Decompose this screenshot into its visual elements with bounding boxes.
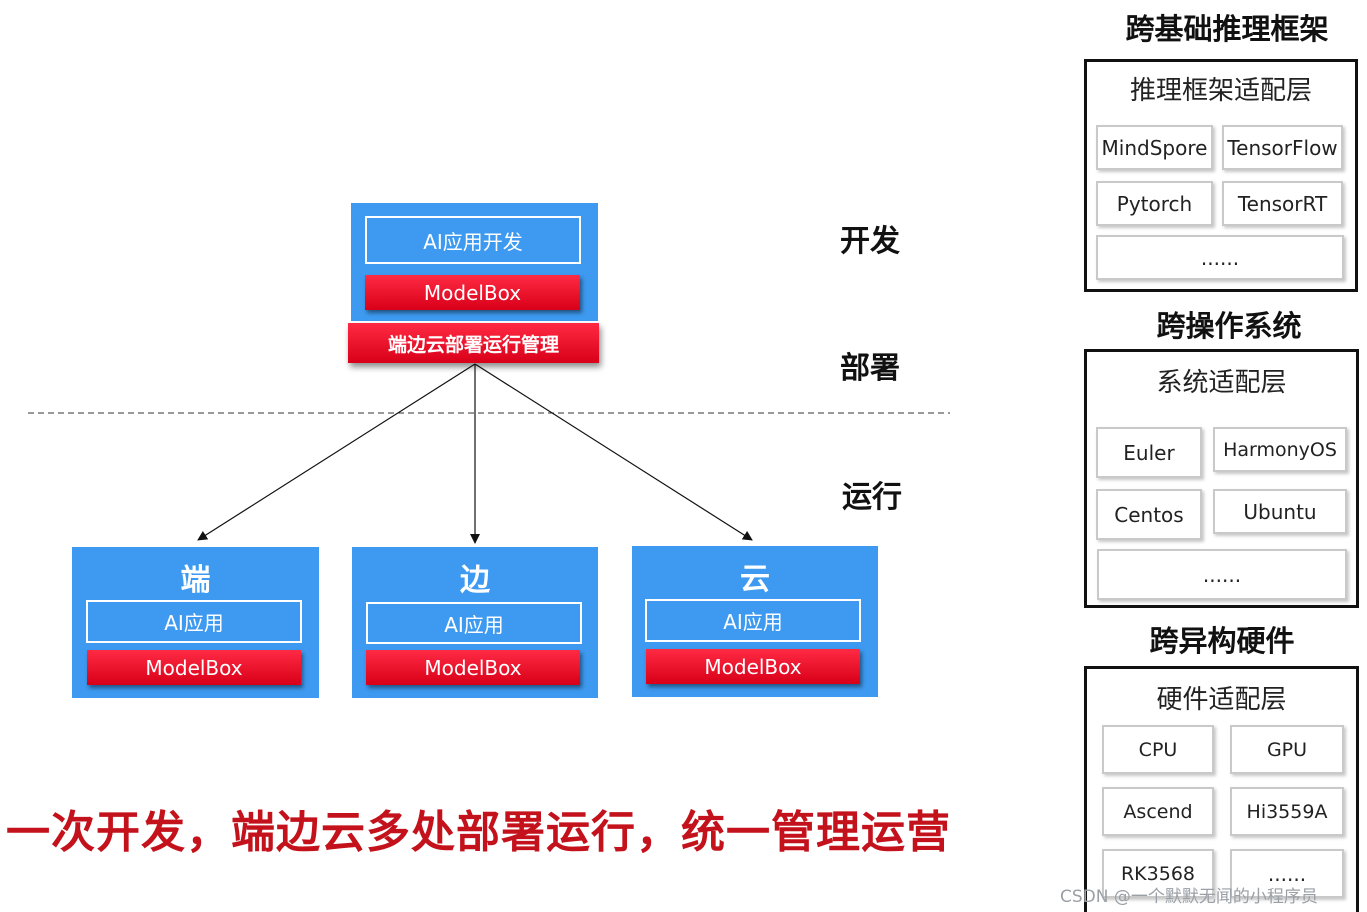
hardware-heading: 跨异构硬件 bbox=[1149, 624, 1295, 658]
frameworks-frame: 推理框架适配层 MindSpore TensorFlow Pytorch Ten… bbox=[1084, 59, 1358, 292]
hardware-chip: CPU bbox=[1102, 725, 1214, 774]
stage-label-develop: 开发 bbox=[840, 224, 900, 259]
os-chip: HarmonyOS bbox=[1213, 427, 1347, 472]
hardware-chip: Ascend bbox=[1102, 787, 1214, 836]
os-chip: Euler bbox=[1096, 427, 1202, 478]
stage-label-run: 运行 bbox=[842, 480, 902, 515]
frameworks-heading: 跨基础推理框架 bbox=[1125, 12, 1329, 46]
frame-title: 系统适配层 bbox=[1156, 368, 1287, 398]
framework-chip: TensorFlow bbox=[1222, 125, 1343, 170]
stage-label-deploy: 部署 bbox=[840, 351, 900, 386]
frame-title: 推理框架适配层 bbox=[1129, 76, 1312, 106]
target-title: 端 bbox=[180, 563, 211, 598]
target-title: 边 bbox=[460, 563, 490, 598]
slogan: 一次开发，端边云多处部署运行，统一管理运营 bbox=[6, 807, 951, 858]
os-chip: Ubuntu bbox=[1213, 489, 1347, 534]
os-heading: 跨操作系统 bbox=[1156, 309, 1302, 343]
framework-chip: TensorRT bbox=[1222, 181, 1343, 226]
hardware-chip-more: ...... bbox=[1230, 849, 1344, 898]
deployment-arrows bbox=[28, 363, 950, 544]
arrow-to-device bbox=[197, 363, 476, 541]
framework-chip: MindSpore bbox=[1096, 125, 1213, 170]
dev-panel: AI应用开发 ModelBox bbox=[351, 203, 598, 321]
hardware-frame: 硬件适配层 CPU GPU Ascend Hi3559A RK3568 ....… bbox=[1084, 666, 1359, 912]
deploy-management-bar: 端边云部署运行管理 bbox=[348, 323, 599, 363]
hardware-chip: Hi3559A bbox=[1230, 787, 1344, 836]
framework-chip-more: ...... bbox=[1096, 235, 1344, 280]
os-chip: Centos bbox=[1096, 489, 1202, 540]
frame-title: 硬件适配层 bbox=[1156, 685, 1287, 715]
os-frame: 系统适配层 Euler HarmonyOS Centos Ubuntu ....… bbox=[1084, 349, 1359, 608]
target-cloud-panel: 云 AI应用 ModelBox bbox=[632, 546, 878, 697]
target-edge-panel: 边 AI应用 ModelBox bbox=[352, 547, 598, 698]
arrow-to-cloud bbox=[474, 363, 753, 541]
ai-app-box: AI应用 bbox=[645, 599, 861, 642]
os-chip-more: ...... bbox=[1097, 549, 1347, 600]
modelbox-bar: ModelBox bbox=[646, 649, 860, 684]
ai-app-dev-box: AI应用开发 bbox=[365, 216, 581, 264]
hardware-chip: RK3568 bbox=[1102, 849, 1214, 898]
modelbox-bar: ModelBox bbox=[87, 650, 301, 685]
hardware-chip: GPU bbox=[1230, 725, 1344, 774]
framework-chip: Pytorch bbox=[1096, 181, 1213, 226]
ai-app-box: AI应用 bbox=[366, 602, 582, 644]
target-device-panel: 端 AI应用 ModelBox bbox=[72, 547, 319, 698]
modelbox-bar: ModelBox bbox=[365, 275, 580, 310]
ai-app-box: AI应用 bbox=[86, 600, 302, 643]
target-title: 云 bbox=[740, 562, 770, 597]
modelbox-bar: ModelBox bbox=[366, 650, 580, 685]
watermark: CSDN @一个默默无闻的小程序员 bbox=[1060, 887, 1318, 907]
